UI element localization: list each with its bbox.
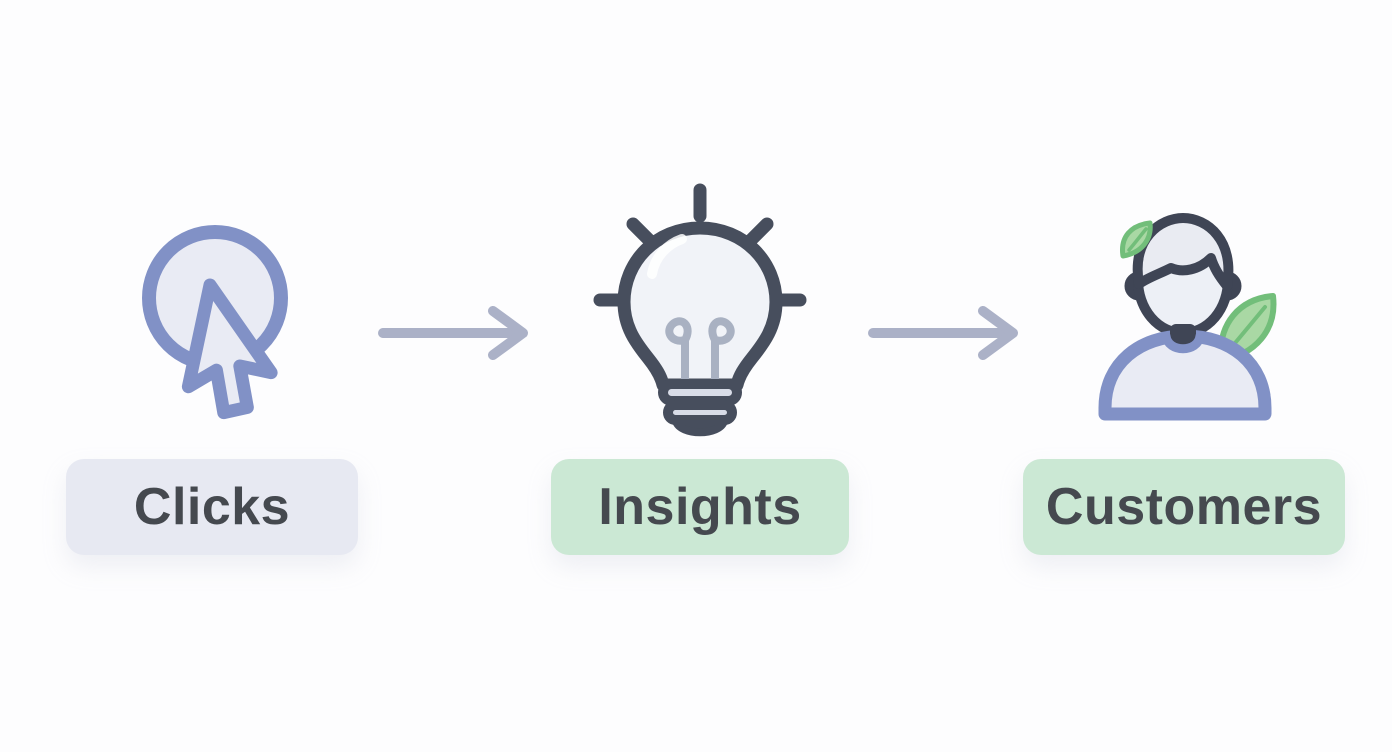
stage-label-insights: Insights bbox=[551, 459, 849, 555]
person-with-leaves-icon bbox=[1098, 213, 1277, 421]
arrow-right-icon bbox=[378, 306, 528, 360]
stage-label-clicks: Clicks bbox=[66, 459, 358, 555]
arrow-right-icon bbox=[868, 306, 1018, 360]
stage-insights: Insights bbox=[551, 170, 849, 560]
stage-label-customers: Customers bbox=[1023, 459, 1345, 555]
bulb-filament bbox=[665, 317, 735, 386]
person-collar bbox=[1161, 331, 1205, 354]
small-leaf-icon bbox=[1120, 220, 1153, 259]
bulb-glass bbox=[617, 221, 783, 392]
bulb-sheen bbox=[647, 234, 687, 279]
cursor-arrow bbox=[181, 278, 278, 420]
bulb-base bbox=[658, 379, 742, 437]
stage-clicks: Clicks bbox=[66, 180, 358, 560]
stage-customers: Customers bbox=[1023, 180, 1345, 560]
lightbulb-icon bbox=[593, 183, 807, 437]
cursor-click-icon bbox=[142, 225, 288, 420]
person-hair bbox=[1132, 213, 1234, 291]
